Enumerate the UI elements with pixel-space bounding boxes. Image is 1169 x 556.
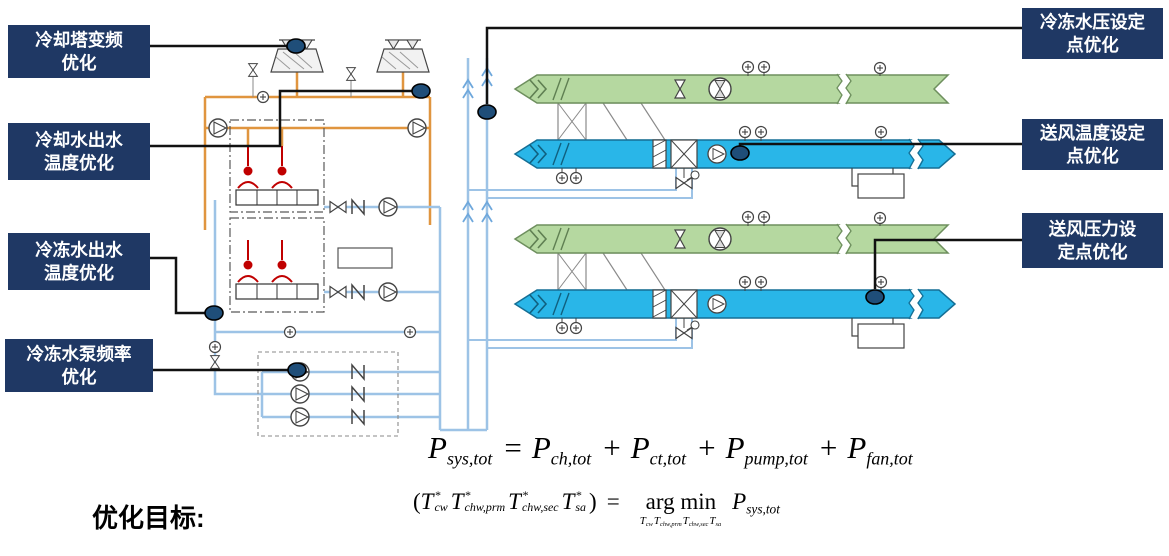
- formula-op: =: [606, 489, 620, 514]
- formula-var: T*chw,prm: [450, 488, 506, 514]
- formula-var: Pfan,tot: [847, 430, 913, 469]
- callout-label: 冷冻水压设定 点优化: [1040, 11, 1145, 55]
- callout-label: 冷却塔变频 优化: [35, 29, 123, 73]
- chiller-plant: [203, 39, 487, 437]
- callout-supply-air-temp-setpoint: 送风温度设定 点优化: [1022, 119, 1163, 170]
- callout-chw-pump-freq: 冷冻水泵频率 优化: [5, 339, 153, 392]
- marker-condenser-water-temp: [411, 83, 431, 99]
- formula-var: Psys,tot: [428, 430, 493, 469]
- formula-var: Pct,tot: [630, 430, 687, 469]
- connector-condenser-water-temp: [150, 89, 412, 148]
- formula-var: T*sa: [561, 488, 587, 514]
- callout-chw-pressure-setpoint: 冷冻水压设定 点优化: [1022, 8, 1163, 59]
- formula-var: Tchw,sec: [682, 515, 709, 529]
- callout-cooling-tower-vfd: 冷却塔变频 优化: [8, 25, 150, 78]
- formula-var: Psys,tot: [732, 489, 780, 517]
- formula-op: +: [603, 430, 621, 465]
- callout-label: 冷却水出水 温度优化: [35, 129, 123, 173]
- formula-power-balance: Psys,tot = Pch,tot + Pct,tot + Ppump,tot + Pfan,…: [428, 430, 915, 469]
- callout-condenser-water-temp: 冷却水出水 温度优化: [8, 123, 150, 180]
- condenser-water-piping: [203, 72, 432, 230]
- chilled-water-piping: [213, 200, 487, 432]
- formula-op: +: [819, 430, 838, 465]
- marker-chw-pressure: [477, 104, 497, 120]
- connector-supply-air-pressure: [873, 238, 1022, 289]
- callout-chilled-water-temp: 冷冻水出水 温度优化: [8, 233, 150, 290]
- marker-supply-air-temp: [730, 145, 750, 161]
- formula-var: Tchw,prm: [653, 515, 682, 529]
- pipe-break-chevrons: [462, 66, 493, 223]
- control-panel: [337, 247, 393, 269]
- callout-label: 冷冻水出水 温度优化: [35, 239, 123, 283]
- formula-var: Tcw: [639, 515, 653, 529]
- ahu-top: [515, 62, 955, 199]
- marker-chw-pump-freq: [287, 362, 307, 378]
- formula-txt: (: [413, 489, 421, 514]
- cooling-tower-2: [376, 39, 430, 73]
- formula-var: T*cw: [420, 488, 448, 514]
- formula-var: Pch,tot: [531, 430, 592, 469]
- marker-supply-air-pressure: [865, 289, 885, 305]
- formula-var: Tsa: [709, 515, 722, 529]
- refrigerant-circuit: [237, 146, 293, 283]
- formula-op: +: [698, 430, 716, 465]
- formula-txt: ): [589, 489, 597, 514]
- ahu-bottom: [515, 212, 955, 349]
- secondary-pump-group: [257, 351, 399, 437]
- formula-var: Ppump,tot: [725, 430, 808, 469]
- callout-supply-air-pressure-setpoint: 送风压力设 定点优化: [1022, 213, 1163, 268]
- marker-cooling-tower-vfd: [286, 38, 306, 54]
- evaporator-shell: [235, 189, 319, 300]
- connector-chilled-water-temp: [150, 256, 205, 315]
- callout-label: 送风压力设 定点优化: [1048, 218, 1137, 262]
- callout-label: 送风温度设定 点优化: [1040, 122, 1145, 166]
- objective-label: 优化目标:: [92, 503, 205, 533]
- callout-label: 冷冻水泵频率 优化: [26, 343, 132, 387]
- chillers: [229, 119, 393, 313]
- callout-markers: [204, 38, 885, 378]
- formula-var: T*chw,sec: [508, 488, 559, 514]
- formula-op: =: [504, 430, 522, 465]
- connector-chw-pressure: [485, 26, 1022, 104]
- marker-chilled-water-temp: [204, 305, 224, 321]
